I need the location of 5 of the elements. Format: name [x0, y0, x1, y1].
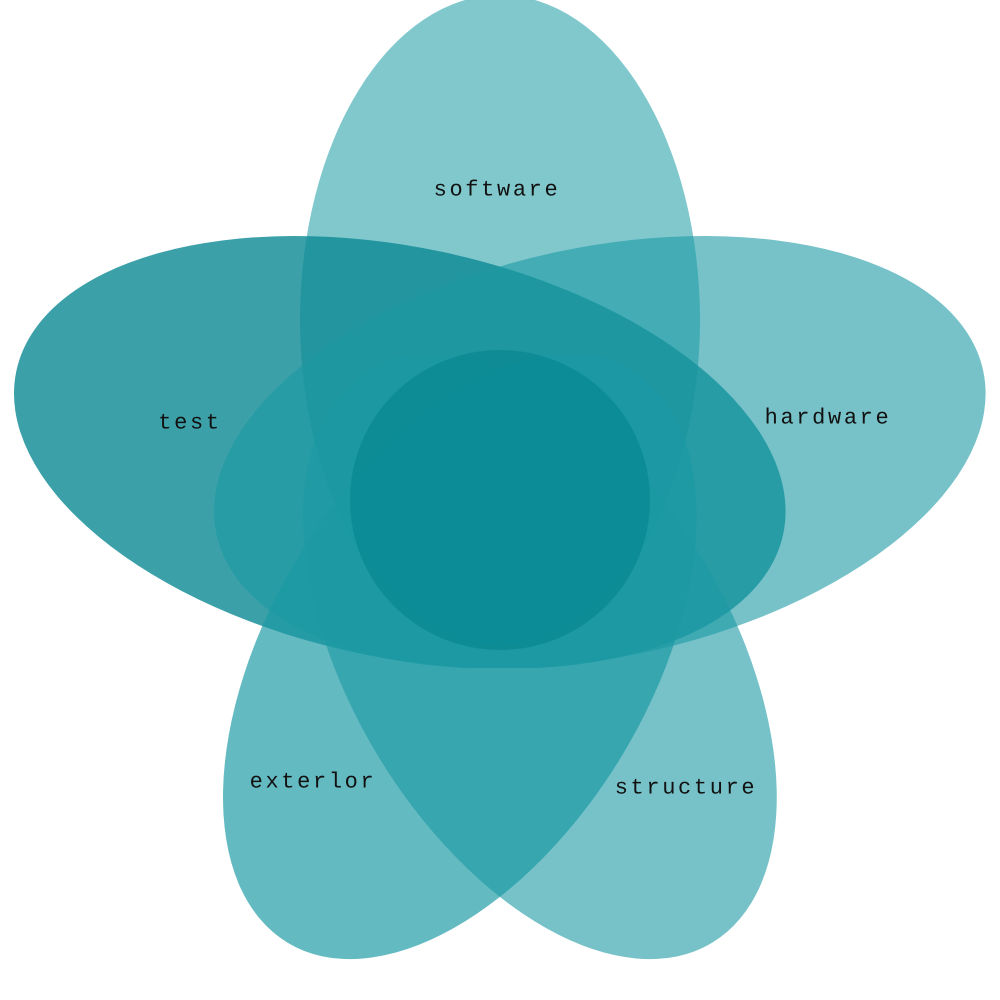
- petal-label: exterlor: [250, 768, 376, 796]
- petal-label: test: [158, 409, 222, 438]
- petal-label: structure: [614, 774, 758, 802]
- petal-label: hardware: [764, 404, 892, 432]
- petal-label: software: [434, 176, 560, 204]
